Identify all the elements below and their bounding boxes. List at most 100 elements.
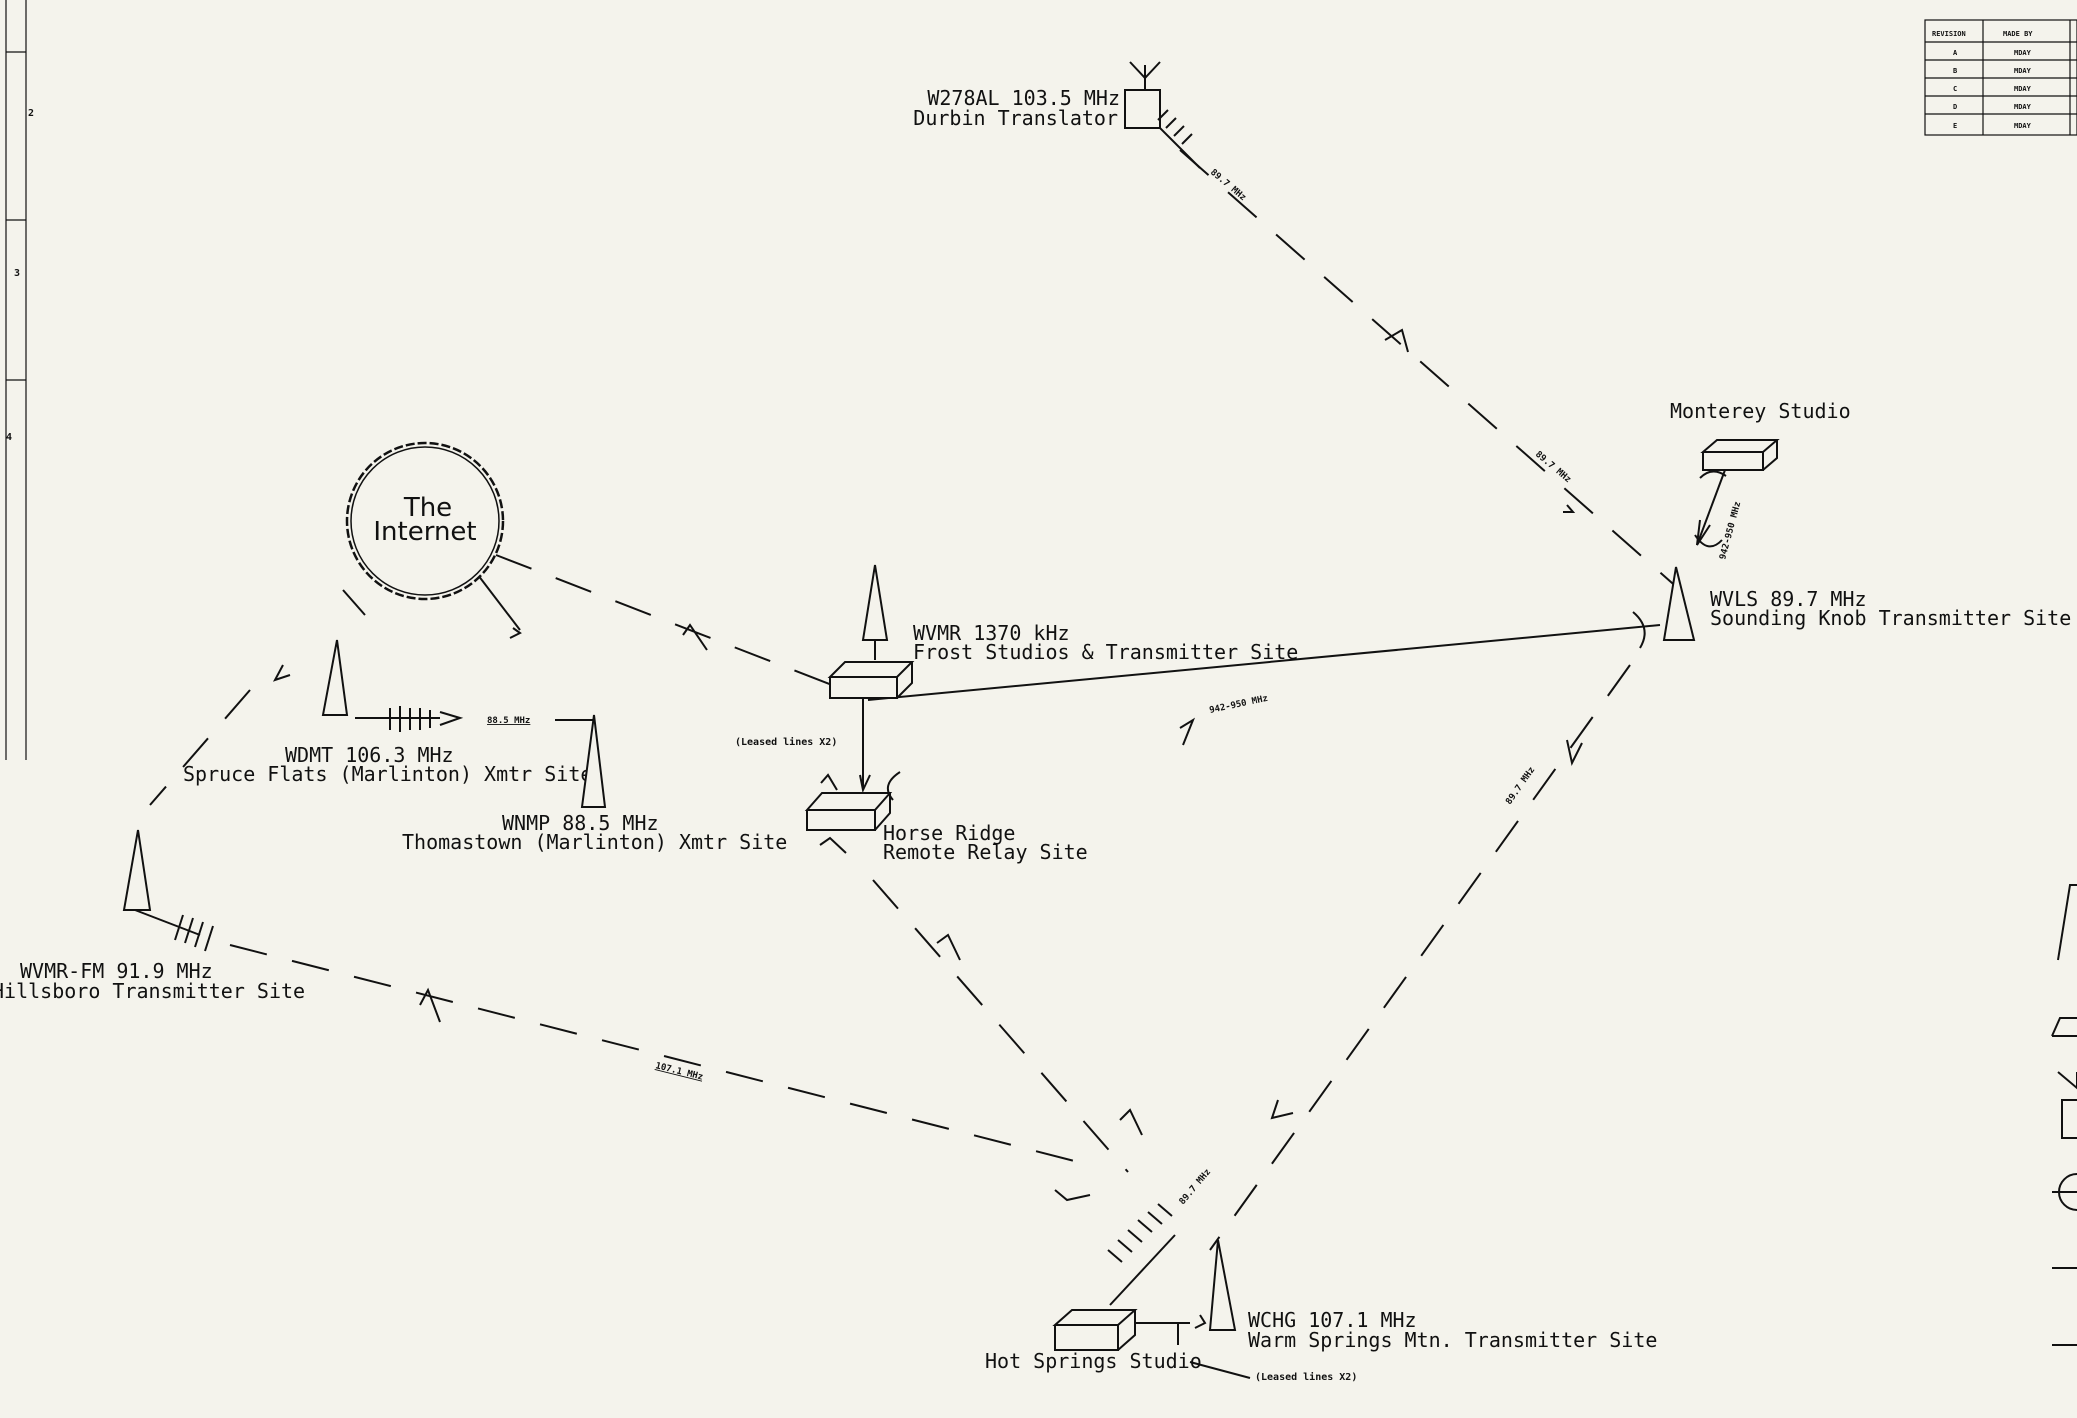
arrow-icon — [1563, 504, 1576, 513]
made-by-cell: MDAY — [2014, 85, 2032, 93]
arrow-icon — [419, 987, 441, 1023]
wchg-node: WCHG 107.1 MHz Warm Springs Mtn. Transmi… — [1107, 1203, 1657, 1383]
revision-table: REVISION MADE BY A MDAY B MDAY C MDAY D … — [1924, 19, 2077, 136]
made-by-cell: MDAY — [2014, 67, 2032, 75]
w278al-node: W278AL 103.5 MHz Durbin Translator 89.7 … — [913, 61, 1573, 486]
arrow-icon — [509, 627, 522, 639]
wnmp-node: WNMP 88.5 MHz Thomastown (Marlinton) Xmt… — [402, 714, 787, 854]
wvmr-fm-line2: Hillsboro Transmitter Site — [0, 979, 305, 1003]
wnmp-line1: WNMP 88.5 MHz — [502, 811, 659, 835]
tower-icon — [861, 564, 889, 641]
tower-icon — [321, 639, 349, 716]
translator-box-icon — [1124, 89, 1161, 129]
horse-ridge-line2: Remote Relay Site — [883, 840, 1088, 864]
internet-label-line1: The — [403, 493, 452, 523]
link-hot-horse — [872, 879, 1129, 1173]
wvmr-line1: WVMR 1370 kHz — [913, 621, 1070, 645]
freq-label: 89.7 MHz — [1533, 450, 1573, 486]
revision-cell: C — [1953, 85, 1957, 93]
wchg-line1: WCHG 107.1 MHz — [1248, 1308, 1417, 1332]
wdmt-line1: WDMT 106.3 MHz — [285, 743, 454, 767]
yagi-icon — [1107, 1203, 1173, 1263]
yagi-icon — [1157, 109, 1193, 145]
horse-ridge-line1: Horse Ridge — [883, 821, 1015, 845]
tower-icon — [1208, 1239, 1237, 1331]
hot-springs-node: Hot Springs Studio — [985, 1309, 1251, 1379]
wvmr-fm-line1: WVMR-FM 91.9 MHz — [20, 959, 213, 983]
made-by-header: MADE BY — [2003, 30, 2033, 38]
solid-links — [134, 114, 1726, 1345]
freq-label: 89.7 MHz — [1208, 168, 1248, 204]
link-w278al-wvls — [1179, 149, 1681, 591]
freq-label: 88.5 MHz — [487, 716, 530, 726]
arrowheads — [272, 328, 1711, 1329]
wdmt-node: WDMT 106.3 MHz Spruce Flats (Marlinton) … — [183, 639, 592, 786]
arrow-icon — [272, 664, 291, 682]
revision-cell: B — [1953, 67, 1957, 75]
ruler-mark: 4 — [6, 432, 12, 443]
legend-symbols — [2051, 884, 2077, 1346]
tower-icon — [1662, 566, 1696, 641]
link-horse-wvls — [867, 624, 1661, 701]
cloud-icon — [345, 441, 505, 601]
arrow-icon — [1384, 328, 1409, 353]
link-wchg-hot-feed — [1109, 1234, 1176, 1306]
tower-icon — [580, 714, 607, 808]
link-internet-wnmp — [477, 574, 521, 631]
link-wvls-wchg — [1209, 664, 1631, 1251]
arrow-icon — [1179, 717, 1196, 746]
arrow-icon — [936, 933, 961, 961]
ruler-mark: 2 — [28, 108, 34, 119]
freq-label: 942-950 MHz — [1209, 694, 1269, 716]
dish-icon — [1699, 470, 1727, 479]
studio-box-icon — [1052, 1309, 1138, 1351]
arrow-icon — [1566, 739, 1583, 766]
made-by-cell: MDAY — [2014, 103, 2032, 111]
made-by-cell: MDAY — [2014, 49, 2032, 57]
internet-node: The Internet — [345, 441, 505, 601]
revision-header: REVISION — [1932, 30, 1966, 38]
dish-icon — [886, 771, 901, 801]
studio-box-icon — [827, 661, 915, 699]
link-wvmr-fm-yagi — [134, 909, 201, 936]
made-by-cell: MDAY — [2014, 122, 2032, 130]
wnmp-line2: Thomastown (Marlinton) Xmtr Site — [402, 830, 787, 854]
wvls-line2: Sounding Knob Transmitter Site — [1710, 606, 2071, 630]
revision-cell: E — [1953, 122, 1957, 130]
arrow-icon — [682, 623, 708, 651]
arrow-icon — [820, 773, 838, 791]
link-internet-wvmr — [495, 554, 833, 686]
w278al-line1: W278AL 103.5 MHz — [927, 86, 1120, 110]
internet-label-line2: Internet — [373, 517, 476, 547]
link-monterey-wvls — [1696, 469, 1726, 546]
wvmr-fm-node: WVMR-FM 91.9 MHz Hillsboro Transmitter S… — [0, 829, 704, 1083]
horse-ridge-node: Horse Ridge Remote Relay Site 942-950 MH… — [804, 694, 1269, 864]
arrow-icon — [1054, 1189, 1091, 1202]
wdmt-line2: Spruce Flats (Marlinton) Xmtr Site — [183, 762, 592, 786]
arrow-icon — [439, 711, 464, 726]
wvmr-node: WVMR 1370 kHz Frost Studios & Transmitte… — [735, 564, 1298, 748]
arrow-icon — [1194, 1314, 1207, 1329]
arrow-icon — [1270, 1099, 1294, 1120]
wchg-line2: Warm Springs Mtn. Transmitter Site — [1248, 1328, 1657, 1352]
link-internet-wdmt — [342, 589, 366, 616]
tower-icon — [122, 829, 152, 911]
monterey-node: Monterey Studio 942-950 MHz — [1670, 399, 1851, 561]
monterey-label: Monterey Studio — [1670, 399, 1851, 423]
yagi-icon — [389, 706, 431, 732]
freq-label: 89.7 MHz — [1178, 1167, 1214, 1207]
yagi-icon — [174, 914, 214, 952]
ruler-mark: 3 — [14, 268, 20, 279]
revision-cell: A — [1953, 49, 1958, 57]
rf-links — [149, 149, 1681, 1251]
antenna-icon — [1129, 61, 1161, 80]
arrow-icon — [1119, 1108, 1143, 1136]
link-internet-wvmr-fm — [149, 689, 251, 806]
hot-springs-label: Hot Springs Studio — [985, 1349, 1202, 1373]
wvls-node: WVLS 89.7 MHz Sounding Knob Transmitter … — [1632, 566, 2071, 649]
arrow-icon — [819, 836, 847, 854]
dish-icon — [1632, 611, 1646, 649]
leased-lines-label: (Leased lines X2) — [1255, 1371, 1357, 1383]
sheet-border: 2 3 4 — [5, 0, 34, 760]
